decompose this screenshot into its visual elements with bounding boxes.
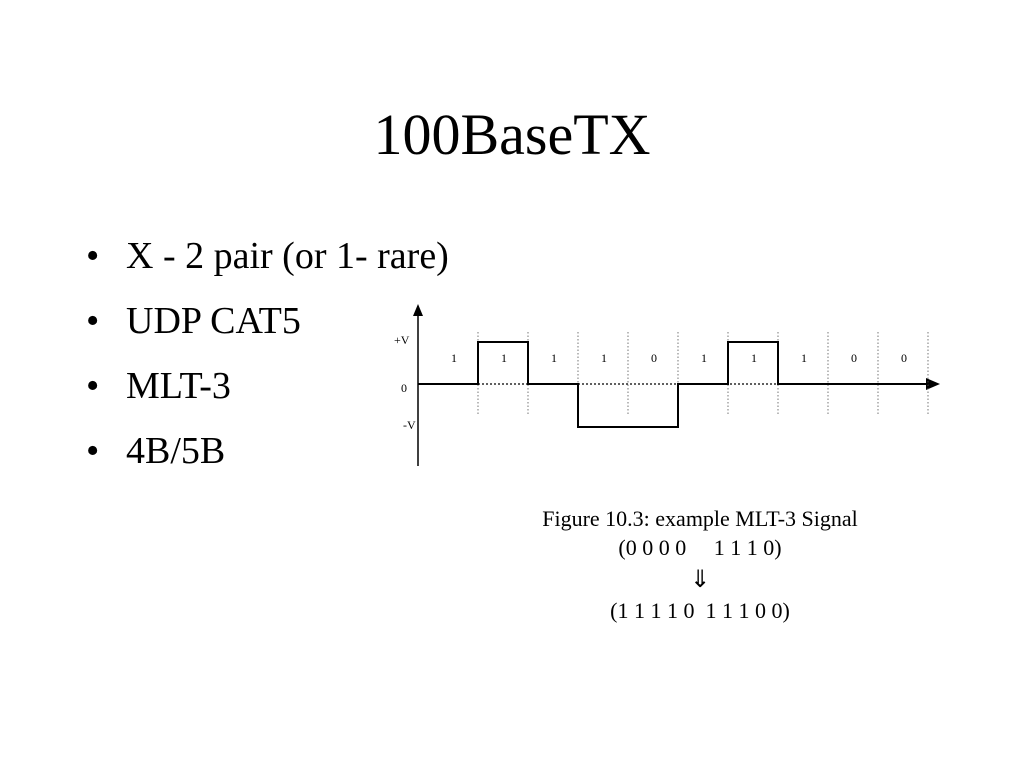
bit-label: 1 bbox=[451, 351, 457, 365]
bullet-text: UDP CAT5 bbox=[126, 300, 301, 342]
down-double-arrow-icon: ⇓ bbox=[689, 565, 711, 593]
label-zero: 0 bbox=[401, 381, 407, 395]
bit-label: 1 bbox=[501, 351, 507, 365]
caption-input-bits: (0 0 0 0 1 1 1 0) bbox=[618, 535, 782, 560]
label-neg-v: -V bbox=[403, 418, 416, 432]
bit-label: 1 bbox=[551, 351, 557, 365]
bullet-text: 4B/5B bbox=[126, 430, 226, 472]
bullet-dot: • bbox=[86, 235, 100, 277]
slide-title: 100BaseTX bbox=[373, 102, 651, 167]
bit-label: 1 bbox=[601, 351, 607, 365]
bullet-text: MLT-3 bbox=[126, 365, 231, 407]
bullet-dot: • bbox=[86, 300, 100, 342]
bit-label: 1 bbox=[801, 351, 807, 365]
bullet-item: • UDP CAT5 bbox=[86, 299, 449, 364]
mlt3-waveform bbox=[418, 341, 928, 428]
label-pos-v: +V bbox=[394, 333, 410, 347]
bullet-text: X - 2 pair (or 1- rare) bbox=[126, 235, 449, 277]
x-axis-arrowhead bbox=[926, 378, 940, 390]
bullet-dot: • bbox=[86, 365, 100, 407]
bullet-item: • 4B/5B bbox=[86, 429, 449, 494]
bullet-item: • X - 2 pair (or 1- rare) bbox=[86, 234, 449, 299]
bit-label: 1 bbox=[751, 351, 757, 365]
caption-output-bits: (1 1 1 1 0 1 1 1 0 0) bbox=[610, 598, 790, 623]
bit-label: 0 bbox=[901, 351, 907, 365]
bullet-dot: • bbox=[86, 430, 100, 472]
caption-title: Figure 10.3: example MLT-3 Signal bbox=[542, 506, 858, 531]
bit-label: 1 bbox=[701, 351, 707, 365]
bit-label: 0 bbox=[651, 351, 657, 365]
bullet-list: • X - 2 pair (or 1- rare) • UDP CAT5 • M… bbox=[86, 234, 449, 494]
figure-caption: Figure 10.3: example MLT-3 Signal (0 0 0… bbox=[450, 504, 950, 625]
y-axis-arrowhead bbox=[413, 304, 423, 316]
bit-label: 0 bbox=[851, 351, 857, 365]
mlt3-signal-diagram: +V 0 -V 1 1 1 1 0 1 1 1 0 0 bbox=[394, 304, 940, 466]
bullet-item: • MLT-3 bbox=[86, 364, 449, 429]
